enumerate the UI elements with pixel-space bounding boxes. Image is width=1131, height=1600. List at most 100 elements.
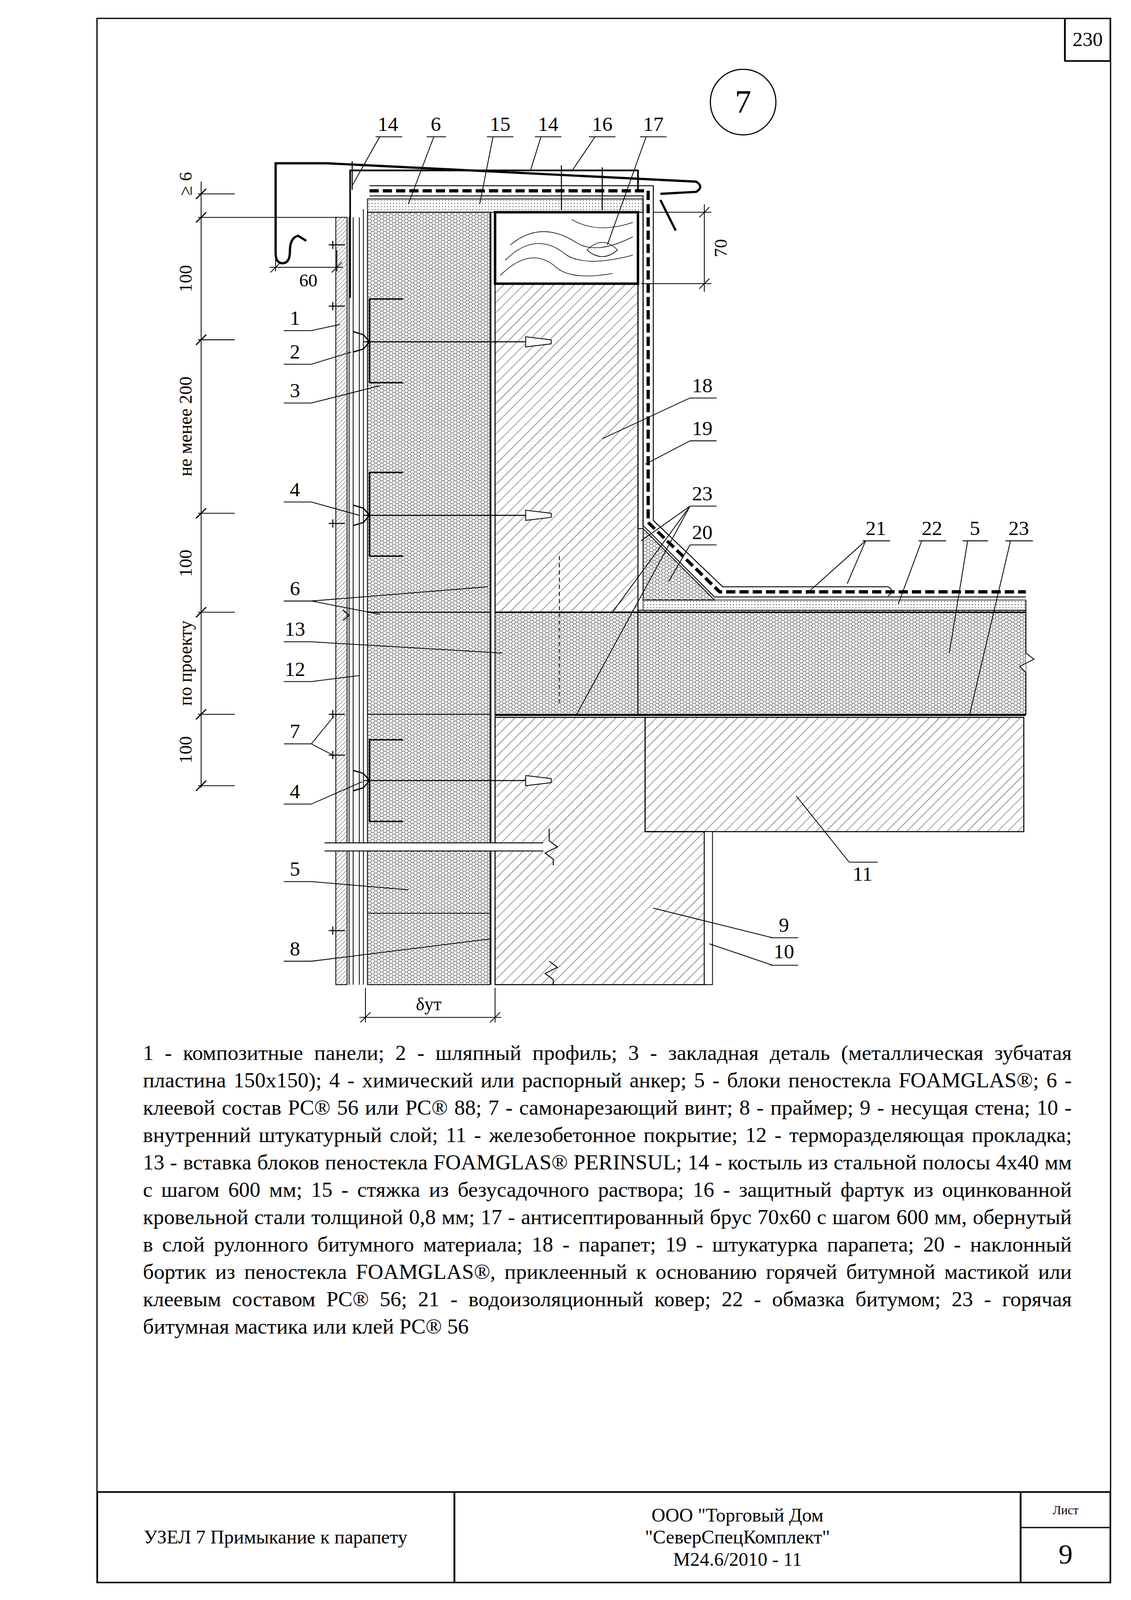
leader-line <box>806 541 890 595</box>
dimension-line <box>200 181 202 788</box>
waterproofing-membrane <box>369 190 1027 592</box>
dimension-text: 70 <box>710 239 732 258</box>
waterproofing-membrane <box>369 185 892 596</box>
timber-batten <box>500 219 633 277</box>
node-text: М24.6/2010 - 11 <box>673 1548 803 1571</box>
leader-line <box>949 541 989 654</box>
cap-flashing <box>275 163 701 264</box>
callout-number: 14 <box>377 112 399 137</box>
leader-line <box>283 641 503 654</box>
leader-line <box>576 506 717 715</box>
sheet-cell: Лист9 <box>1020 1492 1111 1584</box>
leader-line <box>898 541 947 605</box>
dimension-line <box>641 203 712 292</box>
composite-panel <box>335 217 348 986</box>
dimension-text: по проекту <box>175 620 197 707</box>
screw <box>328 240 345 935</box>
sheet-frame <box>1020 1527 1111 1529</box>
break-line <box>324 843 544 852</box>
callout-number: 5 <box>289 857 301 882</box>
dimension-text: δут <box>416 994 442 1016</box>
callout-number: 21 <box>865 516 887 541</box>
steel-strip <box>349 170 638 299</box>
roof-insulation <box>643 600 1027 611</box>
leader-line <box>479 136 514 205</box>
leader-line <box>607 136 667 245</box>
dimension-line <box>196 181 712 1023</box>
callout-number: 3 <box>289 379 301 403</box>
callout-number: 9 <box>778 913 790 938</box>
break-gap <box>324 843 554 852</box>
adhesive-layer <box>495 612 1026 716</box>
callout-number: 4 <box>289 780 301 804</box>
company-cell: ООО "Торговый Дом "СеверСпецКомплект"М24… <box>454 1492 1022 1584</box>
node-text: УЗЕЛ 7 Примыкание к парапету <box>143 1526 408 1549</box>
callout-number: 13 <box>284 618 306 642</box>
roof-insulation <box>1019 600 1034 715</box>
callout-number: 23 <box>692 482 713 506</box>
circle-outline <box>710 69 777 136</box>
leader-line <box>283 881 409 891</box>
waterproofing-membrane <box>369 196 1027 598</box>
callout-number: 1 <box>289 306 301 331</box>
anchor <box>363 336 552 786</box>
node-text: Лист <box>1052 1493 1079 1528</box>
cap-flashing <box>660 200 677 231</box>
node-text: 230 <box>1072 28 1103 52</box>
perinsul-insert <box>558 556 560 704</box>
roof-insulation <box>637 610 1026 715</box>
callout-number: 5 <box>969 516 980 541</box>
leader-line <box>283 586 488 615</box>
anchor <box>363 341 552 781</box>
dimension-text: 60 <box>299 270 318 292</box>
dimension-line <box>269 250 344 273</box>
leader-line <box>653 908 799 939</box>
callout-number: 17 <box>642 112 664 137</box>
break-line <box>324 828 558 986</box>
insulation-block <box>367 912 490 914</box>
callout-number: 11 <box>852 863 873 887</box>
break-line <box>545 828 558 866</box>
callout-number: 14 <box>537 112 559 137</box>
adhesive-line <box>494 212 496 986</box>
callout-number: 19 <box>692 416 713 441</box>
dimension-line <box>196 188 207 792</box>
title-cell: УЗЕЛ 7 Примыкание к парапету <box>97 1492 455 1584</box>
callout-number: 20 <box>692 521 713 545</box>
hat-profile <box>343 610 350 621</box>
detail-number-circle: 7 <box>709 68 777 136</box>
dimension-text: 100 <box>175 736 197 764</box>
callout-number: 22 <box>921 516 943 541</box>
insulation-block <box>367 212 490 986</box>
leader-line <box>645 440 717 464</box>
parapet-wall <box>495 283 638 613</box>
leader-line <box>283 136 1033 966</box>
insulation-block <box>367 212 490 613</box>
embedded-plate <box>369 299 404 822</box>
callout-number: 23 <box>1008 516 1029 541</box>
sheet-frame <box>97 18 1111 1584</box>
waterproofing-membrane <box>369 185 1027 598</box>
insulation-block <box>367 612 490 715</box>
leader-line <box>352 136 403 186</box>
dimension-line <box>198 193 337 787</box>
callout-number: 18 <box>692 374 713 398</box>
sheet-frame <box>97 18 1111 1584</box>
leader-line <box>668 545 717 583</box>
steel-strip <box>349 161 638 298</box>
leader-line <box>283 938 491 962</box>
page-number-box: 230 <box>1064 18 1111 62</box>
concrete-slab <box>645 717 1024 833</box>
timber-batten <box>495 212 638 284</box>
leader-line <box>283 502 360 516</box>
adhesive-layer <box>495 611 1026 614</box>
callout-number: 6 <box>430 112 442 137</box>
callout-number: 10 <box>773 940 795 965</box>
callout-number: 4 <box>289 478 301 502</box>
parapet-wall <box>495 283 638 613</box>
embedded-plate <box>369 299 404 822</box>
screw <box>328 240 345 935</box>
anchor <box>525 336 552 786</box>
